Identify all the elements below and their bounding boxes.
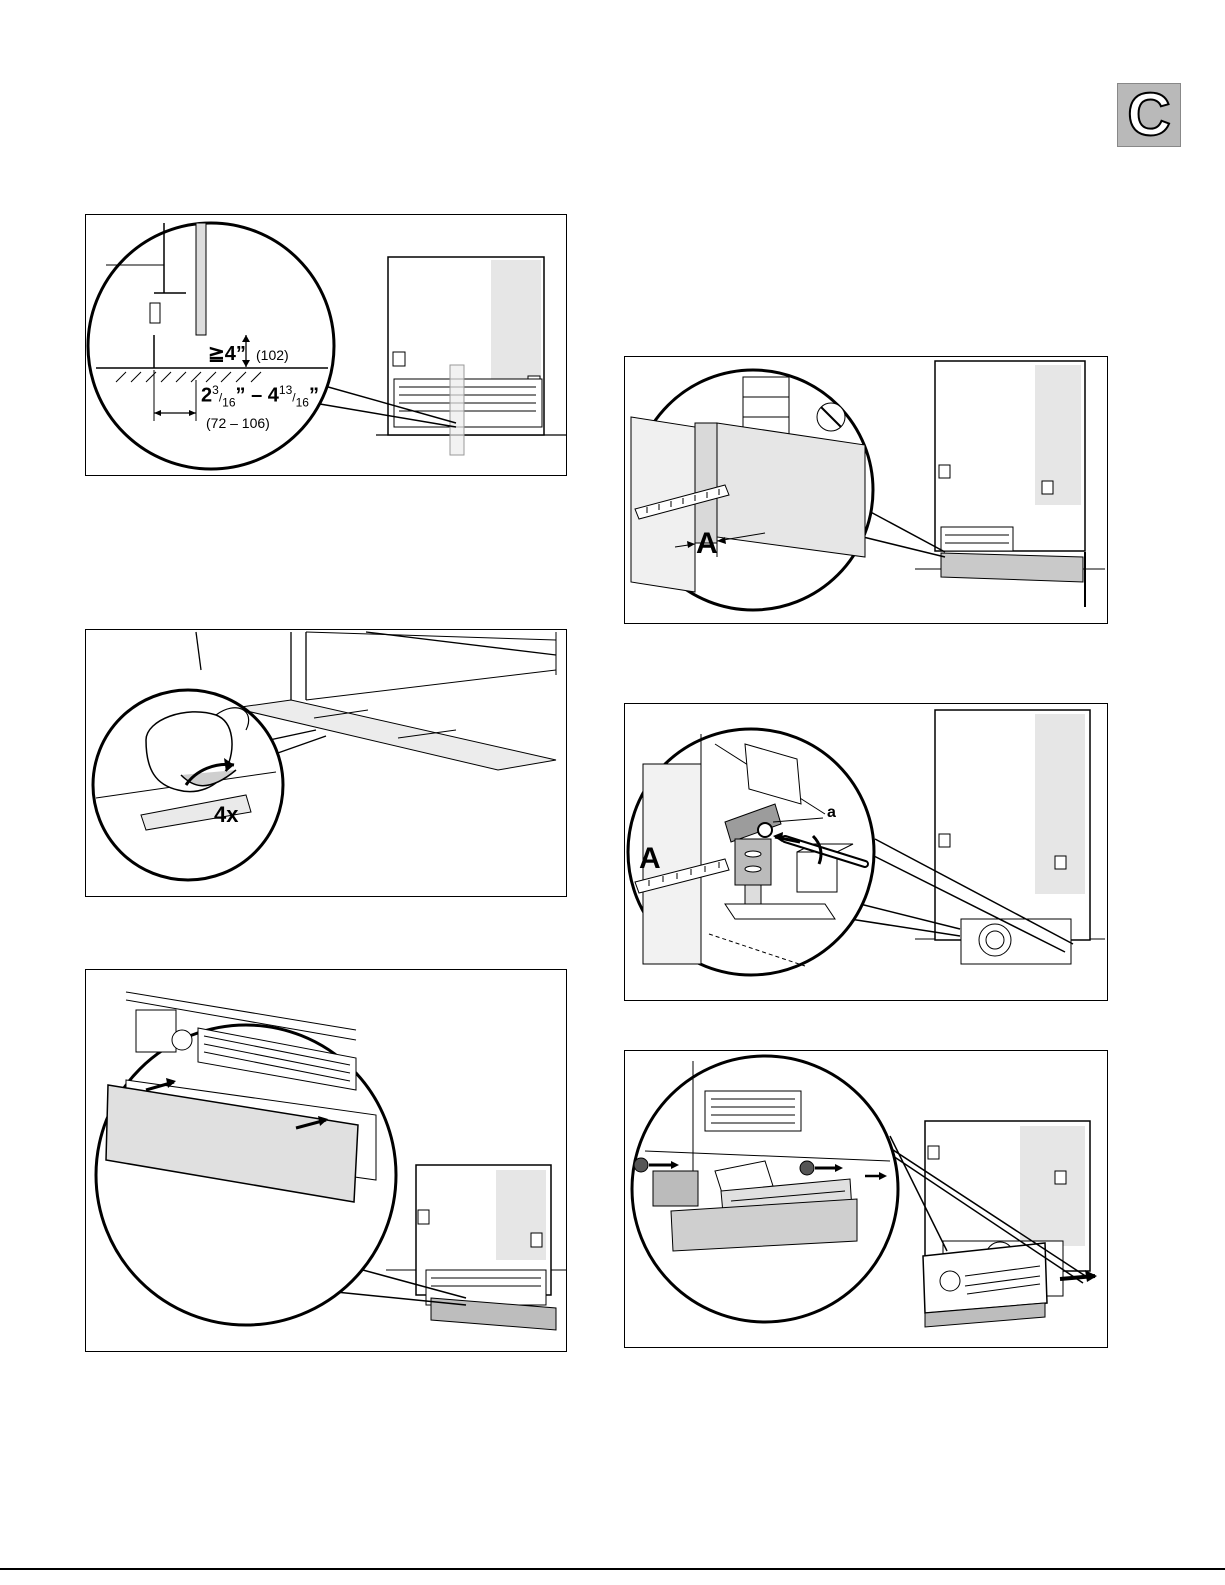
page-footer-rule (0, 1568, 1225, 1570)
section-badge: C (1117, 83, 1181, 147)
base-grille-illustration (86, 970, 567, 1352)
figure-measure-dimension-a: A (624, 356, 1108, 624)
floor-tape-illustration (86, 630, 567, 897)
section-letter: C (1127, 85, 1170, 145)
setback-range-mm: (72 – 106) (206, 415, 270, 431)
measure-a-illustration (625, 357, 1108, 624)
figure-attach-base-grille (85, 969, 567, 1352)
adjust-bracket-illustration (625, 704, 1108, 1001)
figure-mount-grille-screws (624, 1050, 1108, 1348)
mount-grille-illustration (625, 1051, 1108, 1348)
dimension-a-label: A (696, 527, 718, 561)
clearance-illustration (86, 215, 567, 476)
repeat-count-label: 4x (214, 802, 238, 828)
figure-clearance-dimensions: ≧4” (102) 23/16” – 413/16” (72 – 106) (85, 214, 567, 476)
figure-adjust-bracket: A a (624, 703, 1108, 1001)
dimension-a-label: A (639, 842, 661, 876)
height-clearance-label: ≧4” (208, 341, 246, 366)
height-clearance-mm: (102) (256, 347, 289, 363)
figure-floor-protection-tape: 4x (85, 629, 567, 897)
part-a-label: a (827, 804, 836, 822)
setback-range-label: 23/16” – 413/16” (201, 383, 319, 410)
